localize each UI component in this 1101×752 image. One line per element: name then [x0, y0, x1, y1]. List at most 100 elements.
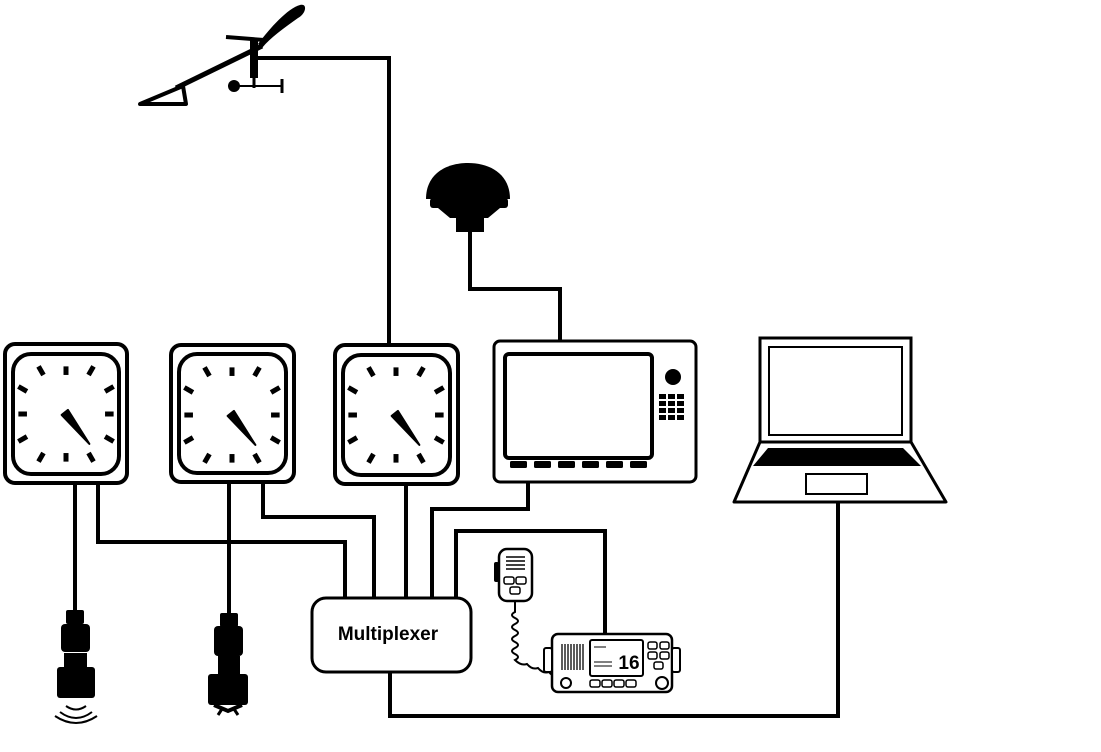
vhf-radio-button [647, 641, 658, 650]
wind-vane-tail [138, 84, 188, 106]
keypad-key [677, 415, 684, 420]
keypad-key [677, 394, 684, 399]
wire-instrument-1-to-multiplexer [96, 482, 347, 598]
keypad-key [659, 408, 666, 413]
vhf-radio-button [653, 661, 664, 670]
vhf-radio-display [589, 639, 644, 677]
vhf-radio-button [613, 679, 625, 688]
gps-mount [456, 218, 484, 232]
wire-chartplotter-to-multiplexer [430, 482, 530, 598]
soft-key [606, 461, 623, 468]
speed-transducer [208, 613, 248, 716]
keypad-key [668, 408, 675, 413]
vhf-radio-bottom-buttons [589, 679, 637, 688]
multiplexer-box [310, 596, 473, 674]
dial-tick [17, 384, 29, 394]
dial-tick [103, 434, 115, 444]
sonar-wave-icon [65, 705, 87, 711]
vhf-radio-mic-jack [560, 677, 572, 689]
sonar-wave-icon [59, 711, 93, 719]
dial-tick [433, 385, 445, 395]
vhf-radio-speaker-grille [561, 644, 584, 670]
vhf-radio-button [589, 679, 601, 688]
vhf-microphone-button [515, 576, 527, 585]
soft-key [510, 461, 527, 468]
sonar-wave-icon [54, 715, 98, 724]
vhf-radio: 16 [494, 547, 681, 694]
dial-tick [366, 452, 376, 464]
wind-vane-crossbar [225, 35, 265, 42]
vhf-radio-side-knob-left [543, 647, 553, 673]
depth-transducer [54, 610, 98, 724]
keypad-key [659, 415, 666, 420]
gps-dome [426, 163, 510, 199]
instrument-display-3 [333, 343, 460, 486]
vhf-radio-channel: 16 [618, 653, 639, 674]
chartplotter [492, 339, 698, 484]
wire-instrument-2-to-multiplexer [261, 482, 376, 598]
dial-face [17, 365, 115, 463]
paddlewheel-icon [213, 703, 243, 714]
dial-needle [60, 408, 91, 445]
soft-key [534, 461, 551, 468]
laptop [732, 336, 948, 504]
dial-tick [416, 366, 426, 378]
dial-tick [347, 435, 359, 445]
wind-vane-arm [174, 43, 264, 91]
dial-tick [252, 366, 262, 378]
wire-vhf-to-multiplexer [454, 529, 607, 634]
dial-tick [202, 366, 212, 378]
wire-wind-vane-to-instrument-3 [258, 56, 391, 345]
vhf-radio-knob [655, 676, 669, 690]
keypad-key [668, 401, 675, 406]
dial-tick [86, 365, 96, 377]
laptop-keyboard [753, 448, 921, 466]
dial-tick [17, 434, 29, 444]
vhf-microphone-ptt [494, 562, 499, 582]
vhf-microphone-button [509, 586, 521, 595]
vhf-radio-side-knob-right [671, 647, 681, 673]
keypad-key [677, 408, 684, 413]
laptop-screen [768, 346, 903, 436]
multiplexer: Multiplexer [310, 596, 473, 674]
chartplotter-soft-keys [510, 461, 647, 468]
instrument-display-2 [169, 343, 296, 484]
instrument-display-1 [3, 342, 129, 485]
vhf-microphone-cord [511, 601, 572, 677]
vhf-radio-button [625, 679, 637, 688]
paddlewheel-icon [216, 708, 240, 716]
dial-face [347, 366, 445, 464]
wire-multiplexer-to-laptop [388, 502, 840, 718]
dial-tick [36, 365, 46, 377]
keypad-key [677, 401, 684, 406]
dial-tick [269, 385, 281, 395]
dial-face [183, 366, 281, 464]
dial-tick [252, 452, 262, 464]
dial-tick [103, 384, 115, 394]
wind-vane-blade [258, 4, 306, 48]
dial-tick [433, 435, 445, 445]
dial-tick [416, 452, 426, 464]
connection-wires [73, 56, 840, 718]
dial-tick [202, 452, 212, 464]
keypad-key [659, 394, 666, 399]
chartplotter-screen [503, 352, 654, 460]
chartplotter-keypad [659, 394, 684, 420]
dial-tick [347, 385, 359, 395]
vhf-microphone-button [503, 576, 515, 585]
keypad-key [668, 394, 675, 399]
vhf-radio-button [647, 651, 658, 660]
soft-key [558, 461, 575, 468]
chartplotter-rotary-knob [665, 369, 681, 385]
soft-key [582, 461, 599, 468]
vhf-radio-dpad [647, 641, 670, 670]
gps-base [430, 198, 508, 208]
dial-tick [36, 451, 46, 463]
dial-tick [269, 435, 281, 445]
vhf-radio-button [601, 679, 613, 688]
wind-vane [138, 4, 306, 106]
dial-needle [390, 409, 421, 446]
soft-key [630, 461, 647, 468]
vhf-radio-button [659, 641, 670, 650]
